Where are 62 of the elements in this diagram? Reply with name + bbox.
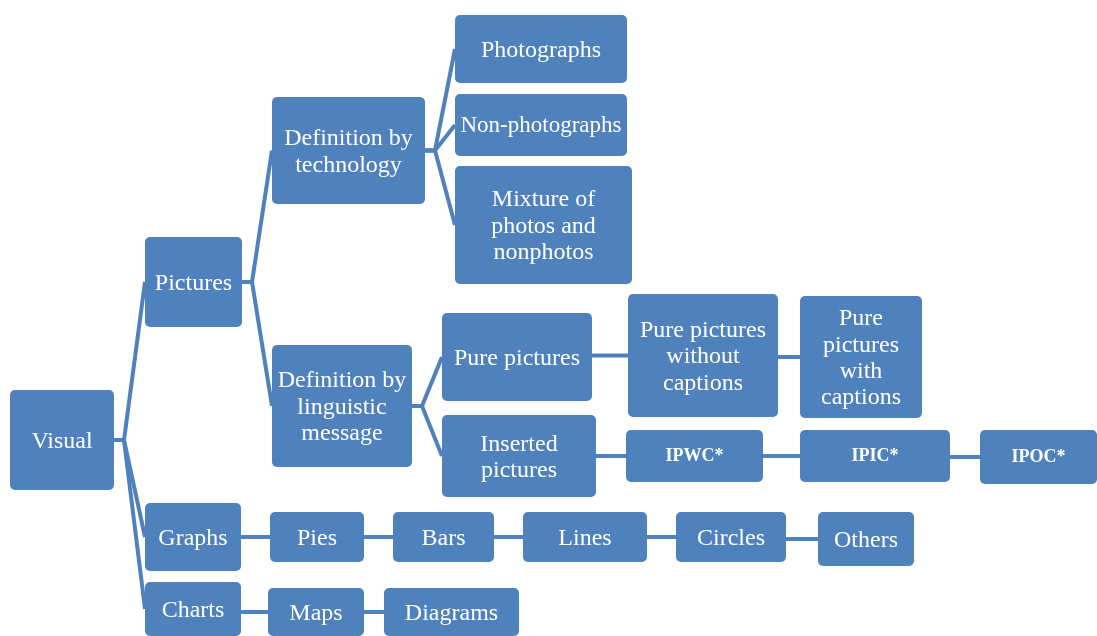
category-box: [10, 390, 114, 490]
connector-line: [778, 355, 800, 359]
node-label: Pure pictures: [454, 343, 580, 371]
node-label: IPOC*: [1011, 447, 1066, 467]
category-box: [628, 294, 778, 417]
node-label: Photographs: [481, 35, 601, 63]
category-box: [442, 313, 592, 401]
connector-line: [364, 535, 393, 539]
node-label: Visual: [31, 426, 93, 454]
connector-line: [950, 455, 980, 459]
connector-line: [647, 535, 676, 539]
connector-line: [364, 610, 384, 614]
node-label: Graphs: [158, 523, 228, 551]
node-label: Pictures: [154, 268, 233, 296]
node-label: Maps: [289, 598, 343, 626]
connector-line: [241, 535, 270, 539]
connector-line: [596, 454, 626, 458]
node-label: Others: [834, 525, 898, 553]
category-box: [980, 430, 1097, 484]
node-label: Circles: [697, 523, 765, 551]
node-label: Pure pictures with captions: [820, 304, 902, 410]
node-label: Charts: [161, 595, 225, 623]
category-box: [455, 94, 627, 156]
category-box: [268, 588, 364, 636]
category-box: [523, 512, 647, 562]
connector-line: [241, 610, 268, 614]
category-box: [455, 166, 632, 284]
category-box: [272, 345, 412, 467]
category-box: [800, 296, 922, 418]
category-box: [145, 582, 241, 636]
node-label: Definition by technology: [283, 124, 414, 177]
category-box: [145, 503, 241, 571]
category-box: [455, 15, 627, 83]
category-box: [626, 430, 763, 482]
connector-line: [412, 404, 444, 457]
category-box: [442, 415, 596, 497]
category-box: [393, 512, 494, 562]
node-label: IPIC*: [851, 446, 899, 466]
node-label: Pure pictures without captions: [639, 315, 767, 396]
connector-line: [494, 535, 523, 539]
connector-line: [425, 148, 457, 226]
node-label: Bars: [421, 523, 466, 551]
node-label: IPWC*: [665, 446, 724, 466]
connector-line: [786, 537, 818, 541]
node-label: Definition by linguistic message: [276, 366, 408, 446]
connector-line: [592, 353, 628, 358]
node-label: Non-photographs: [460, 112, 622, 138]
node-label: Diagrams: [404, 598, 499, 626]
category-box: [272, 97, 425, 204]
connector-line: [114, 438, 147, 610]
category-box: [800, 430, 950, 482]
node-label: Mixture of photos and nonphotos: [490, 185, 597, 265]
connector-line: [763, 454, 800, 458]
node-label: Inserted pictures: [479, 429, 559, 483]
category-box: [270, 512, 364, 562]
node-label: Pies: [297, 523, 337, 551]
category-box: [145, 237, 242, 327]
connector-line: [242, 280, 274, 407]
category-box: [818, 512, 914, 566]
node-label: Lines: [558, 523, 612, 551]
category-box: [384, 588, 519, 636]
category-box: [676, 512, 786, 562]
